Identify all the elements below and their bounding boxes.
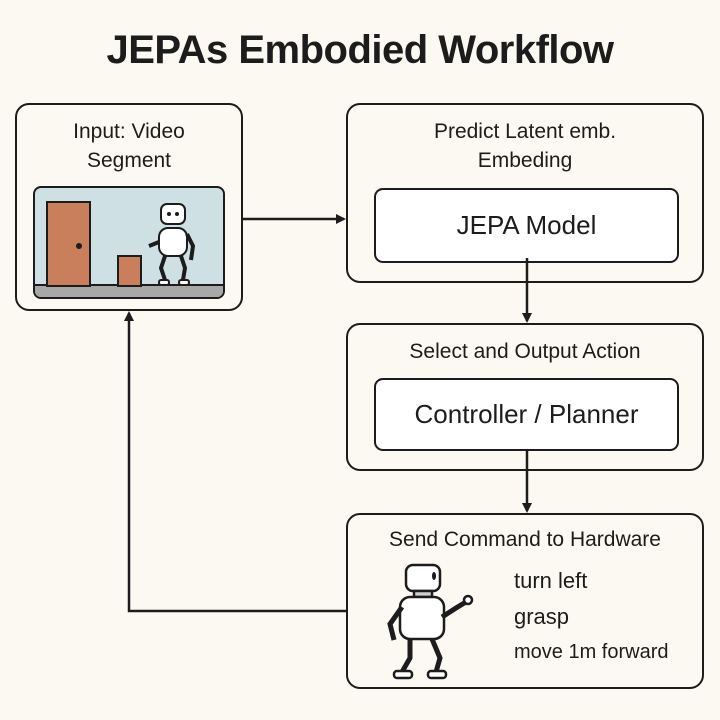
video-frame bbox=[33, 186, 225, 299]
select-label: Select and Output Action bbox=[409, 340, 641, 363]
door-icon bbox=[46, 201, 91, 287]
predict-latent-node: Predict Latent emb. Embeding JEPA Model bbox=[346, 103, 704, 283]
input-video-node: Input: Video Segment bbox=[15, 103, 243, 311]
input-label-line1: Input: Video bbox=[73, 120, 185, 143]
predict-label-line1: Predict Latent emb. bbox=[433, 120, 617, 143]
command-item: grasp bbox=[514, 604, 570, 629]
diagram-title: JEPAs Embodied Workflow bbox=[106, 28, 614, 72]
command-item: turn left bbox=[514, 568, 588, 593]
door-knob bbox=[76, 243, 82, 249]
predict-label-line2: Embeding bbox=[477, 149, 573, 172]
command-item: move 1m forward bbox=[514, 641, 669, 663]
jepa-model-label: JEPA Model bbox=[456, 210, 597, 240]
hardware-robot-icon bbox=[387, 563, 474, 680]
send-label: Send Command to Hardware bbox=[389, 528, 661, 551]
send-command-node: Send Command to Hardware bbox=[346, 513, 704, 689]
controller-planner-label: Controller / Planner bbox=[414, 399, 639, 429]
box-icon bbox=[117, 255, 142, 287]
jepa-model-block: JEPA Model bbox=[374, 188, 679, 263]
robot-icon bbox=[148, 203, 196, 286]
edge-send-to-input-feedback bbox=[124, 311, 346, 613]
input-label-line2: Segment bbox=[86, 149, 172, 172]
